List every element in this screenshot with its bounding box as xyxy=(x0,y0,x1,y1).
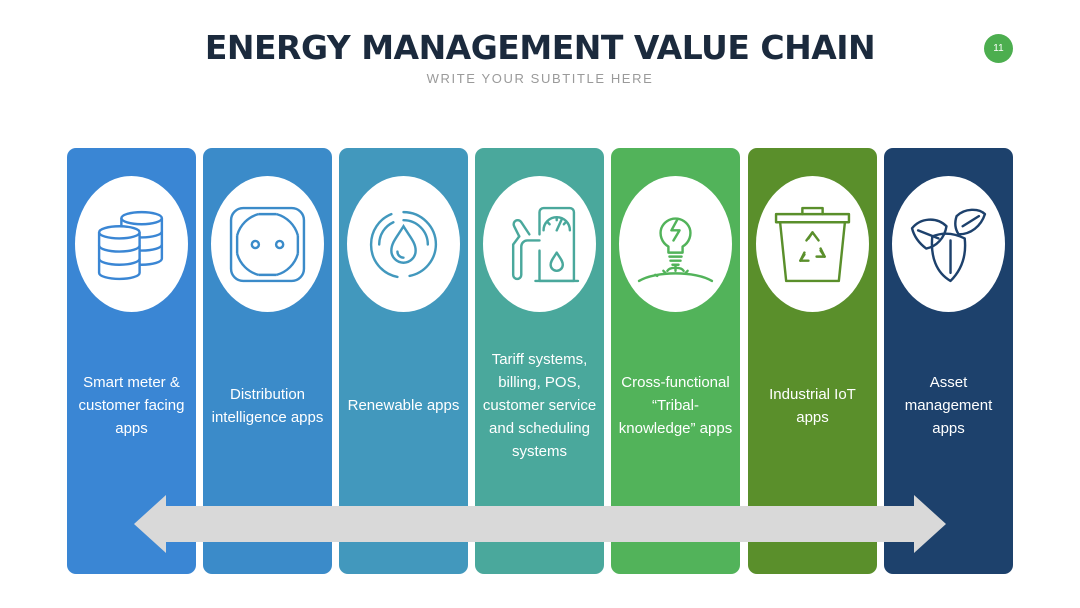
column-label: Industrial IoT apps xyxy=(769,385,856,426)
recycle-bin-icon xyxy=(774,206,851,283)
icon-circle xyxy=(892,176,1005,312)
page-number-badge: 11 xyxy=(984,34,1013,63)
column-label: Smart meter & customer facing apps xyxy=(78,374,185,437)
lightbulb-icon xyxy=(637,217,714,283)
water-drop-icon xyxy=(369,210,438,279)
icon-circle xyxy=(211,176,324,312)
icon-circle xyxy=(756,176,869,312)
value-chain-column-4: Tariff systems, billing, POS, customer s… xyxy=(475,148,604,574)
oil-barrels-icon xyxy=(97,210,164,281)
value-chain-column-5: Cross-functional “Tribal-knowledge” apps xyxy=(611,148,740,574)
double-headed-arrow xyxy=(134,495,946,553)
icon-circle xyxy=(619,176,732,312)
page-subtitle: WRITE YOUR SUBTITLE HERE xyxy=(426,71,654,86)
column-label: Tariff systems, billing, POS, customer s… xyxy=(482,351,597,460)
column-label: Renewable apps xyxy=(347,397,460,414)
column-label: Cross-functional “Tribal-knowledge” apps xyxy=(618,374,733,437)
page-title: ENERGY MANAGEMENT VALUE CHAIN xyxy=(204,28,876,67)
icon-circle xyxy=(75,176,188,312)
column-label: Asset management apps xyxy=(904,374,993,437)
value-chain-column-6: Industrial IoT apps xyxy=(748,148,877,574)
column-label: Distribution intelligence apps xyxy=(211,385,324,426)
leaf-shield-icon xyxy=(910,208,987,283)
icon-circle xyxy=(483,176,596,312)
value-chain-column-2: Distribution intelligence apps xyxy=(203,148,332,574)
value-chain-column-7: Asset management apps xyxy=(884,148,1013,574)
power-socket-icon xyxy=(229,206,306,283)
fuel-pump-icon xyxy=(511,206,580,283)
value-chain-column-1: Smart meter & customer facing apps xyxy=(67,148,196,574)
icon-circle xyxy=(347,176,460,312)
value-chain-column-3: Renewable apps xyxy=(339,148,468,574)
